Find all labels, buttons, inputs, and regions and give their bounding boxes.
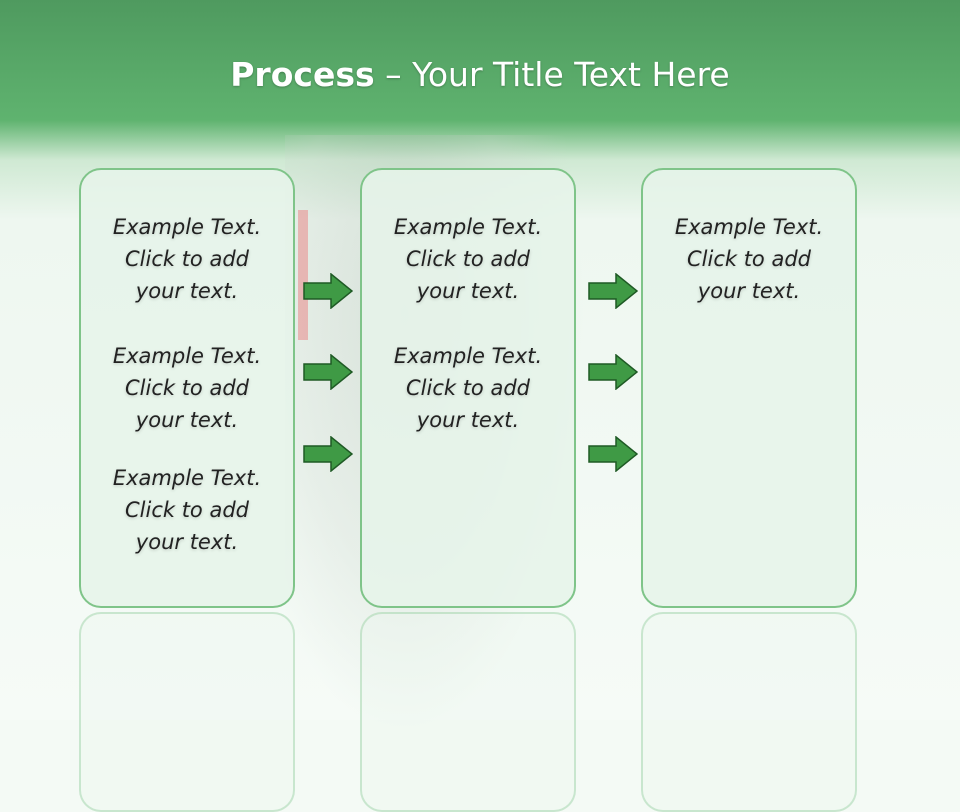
box-reflection	[641, 612, 857, 812]
text-placeholder[interactable]: Example Text. Click to add your text.	[393, 215, 543, 303]
right-arrow-icon	[303, 354, 353, 390]
text-placeholder[interactable]: Example Text. Click to add your text.	[112, 344, 262, 432]
right-arrow-icon	[588, 273, 638, 309]
slide-title[interactable]: Process – Your Title Text Here	[0, 52, 960, 98]
box-reflection	[79, 612, 295, 812]
title-rest: – Your Title Text Here	[374, 55, 730, 94]
text-placeholder[interactable]: Example Text. Click to add your text.	[112, 466, 262, 554]
text-placeholder[interactable]: Example Text. Click to add your text.	[112, 215, 262, 303]
process-box-3[interactable]: Example Text. Click to add your text.	[641, 168, 857, 608]
text-placeholder[interactable]: Example Text. Click to add your text.	[674, 215, 824, 303]
box-reflection	[360, 612, 576, 812]
right-arrow-icon	[588, 436, 638, 472]
right-arrow-icon	[303, 436, 353, 472]
process-box-1[interactable]: Example Text. Click to add your text. Ex…	[79, 168, 295, 608]
right-arrow-icon	[303, 273, 353, 309]
text-placeholder[interactable]: Example Text. Click to add your text.	[393, 344, 543, 432]
title-bold: Process	[230, 55, 375, 94]
right-arrow-icon	[588, 354, 638, 390]
background-image-detail	[298, 210, 308, 340]
process-box-2[interactable]: Example Text. Click to add your text. Ex…	[360, 168, 576, 608]
